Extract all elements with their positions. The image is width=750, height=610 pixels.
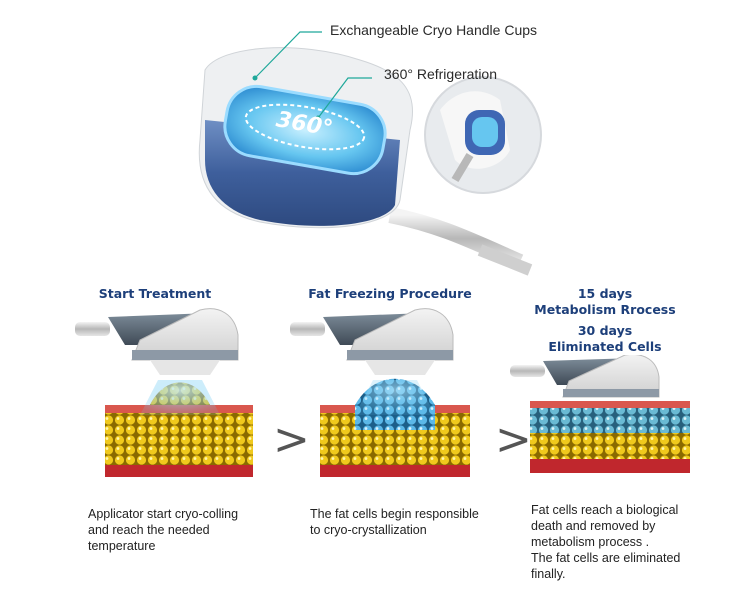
stage-3-illustration — [510, 355, 690, 473]
stage-2-description: The fat cells begin responsible to cryo-… — [310, 507, 479, 537]
stage-3-title: 15 days Metabolism Rrocess 30 days Elimi… — [534, 286, 676, 354]
cups-callout-label: Exchangeable Cryo Handle Cups — [330, 22, 538, 38]
stage-1-description: Applicator start cryo-colling and reach … — [88, 507, 239, 553]
stage-1-title: Start Treatment — [98, 286, 212, 301]
stage-2-title: Fat Freezing Procedure — [308, 286, 472, 301]
next-stage-arrow-1: > — [273, 414, 310, 465]
stage-2-illustration — [290, 308, 470, 477]
cryo-handpiece-illustration — [198, 31, 542, 276]
cooling-plate — [223, 84, 387, 176]
next-stage-arrow-2: > — [495, 414, 532, 465]
refrigeration-callout-line — [317, 77, 372, 119]
inset-photo — [424, 76, 542, 194]
stage-3-description: Fat cells reach a biological death and r… — [531, 503, 681, 581]
cups-callout-line — [254, 31, 322, 79]
refrigeration-callout-label: 360° Refrigeration — [384, 66, 497, 82]
stage-1-illustration — [75, 308, 253, 477]
